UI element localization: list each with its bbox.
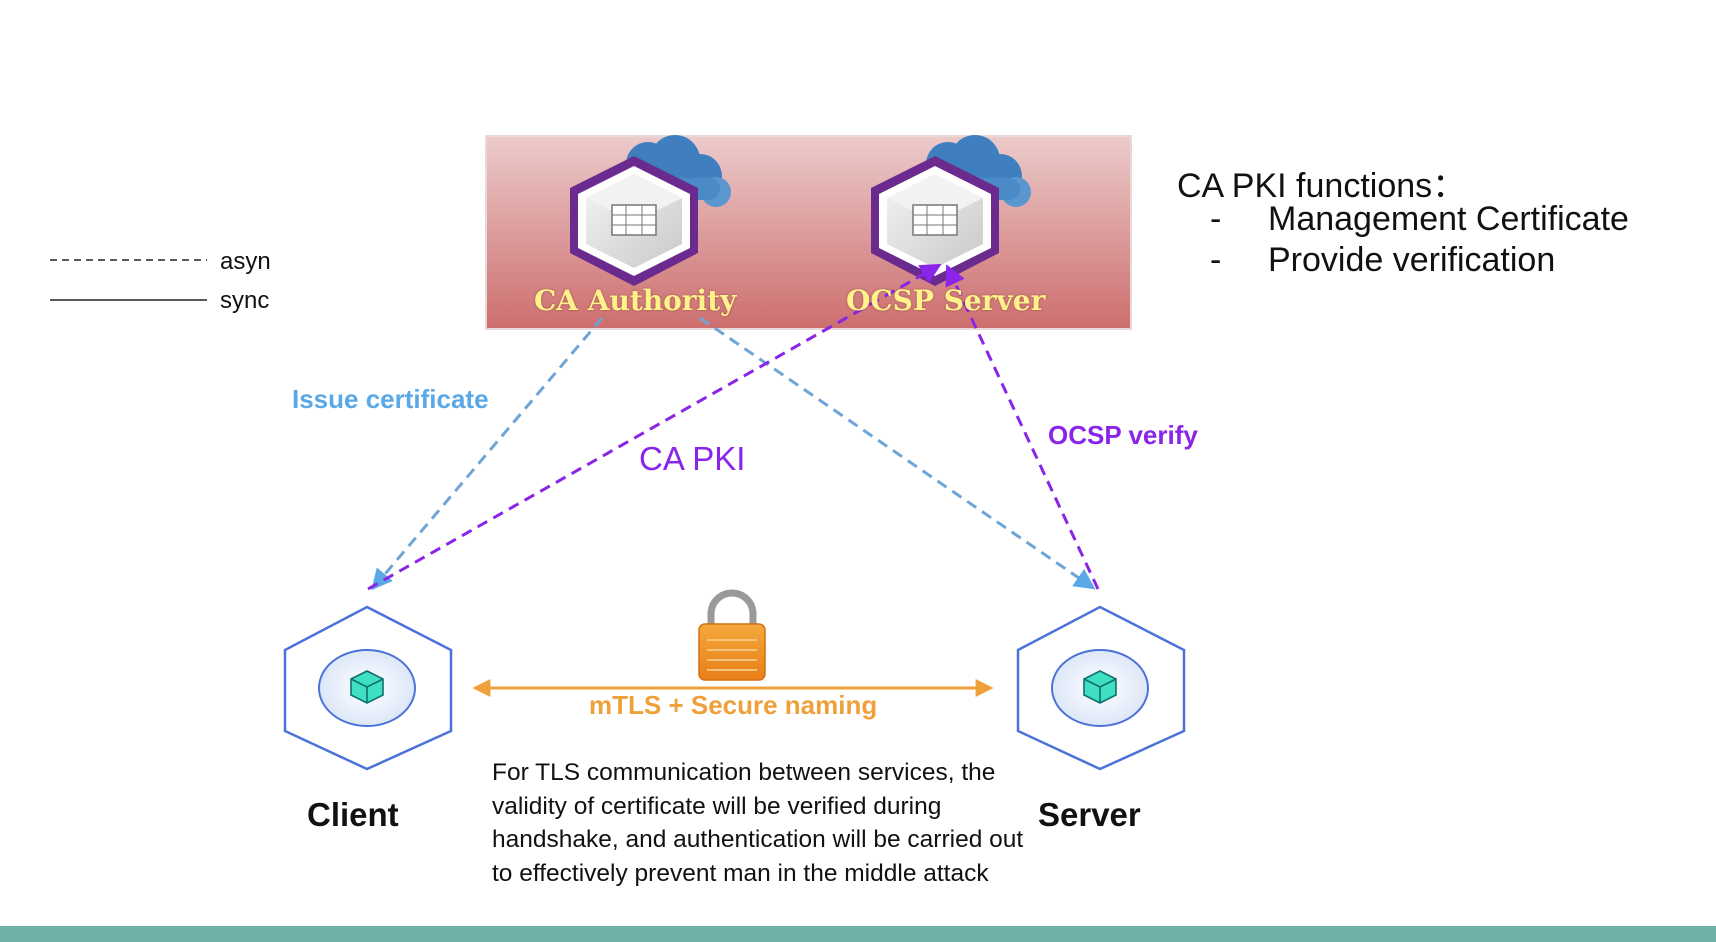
server-rack-icon <box>912 204 958 236</box>
ca-function-item: Provide verification <box>1268 241 1556 279</box>
server-label: Server <box>1038 796 1141 833</box>
footer-bar <box>0 926 1716 942</box>
ocsp-verify-label: OCSP verify <box>1048 420 1198 450</box>
ca-authority-label: CA Authority <box>534 284 737 317</box>
ca-pki-label: CA PKI <box>639 440 746 477</box>
legend-sync-label: sync <box>220 287 270 314</box>
ca-functions-title: CA PKI functions： <box>1177 167 1467 205</box>
padlock-icon <box>698 589 766 681</box>
legend-async-label: asyn <box>220 248 271 275</box>
tls-description: For TLS communication between services, … <box>492 759 1024 887</box>
issue-cert-arrow-client <box>371 317 604 591</box>
mtls-label: mTLS + Secure naming <box>589 690 878 720</box>
ocsp-server-label: OCSP Server <box>846 284 1046 317</box>
cube-icon <box>1083 670 1117 704</box>
client-label: Client <box>307 796 399 833</box>
server-rack-icon <box>611 204 657 236</box>
ca-function-bullet: - <box>1210 241 1222 279</box>
ca-function-bullet: - <box>1210 200 1222 238</box>
ocsp-verify-arrow <box>945 264 1100 590</box>
issue-certificate-label: Issue certificate <box>292 384 489 414</box>
cube-icon <box>350 670 384 704</box>
ca-pki-arrow <box>367 263 942 591</box>
ca-function-item: Management Certificate <box>1268 200 1629 238</box>
